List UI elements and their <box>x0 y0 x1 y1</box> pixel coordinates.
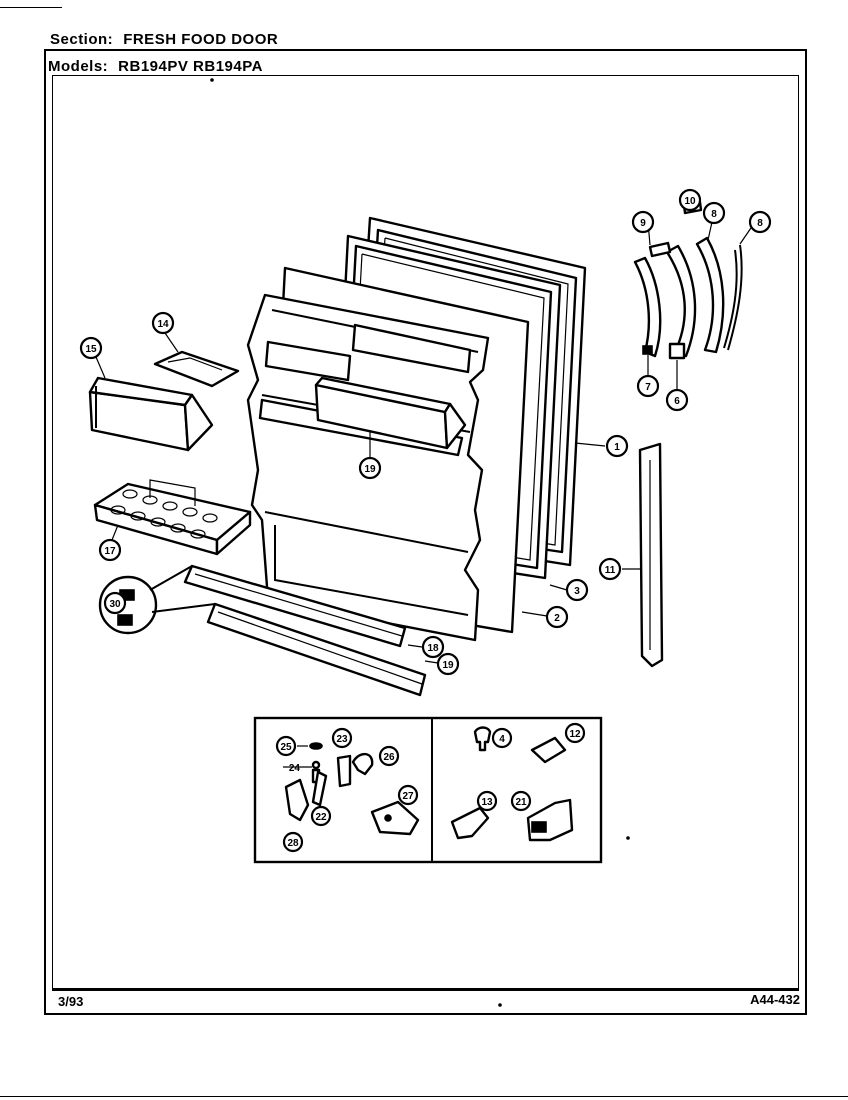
svg-text:17: 17 <box>104 546 116 557</box>
svg-text:23: 23 <box>336 734 348 745</box>
callout-28: 28 <box>282 831 304 853</box>
svg-text:8: 8 <box>711 209 717 220</box>
models-label: Models: <box>48 58 109 75</box>
svg-text:14: 14 <box>157 319 169 330</box>
egg-tray <box>93 479 252 556</box>
callout-12: 12 <box>564 722 586 744</box>
callout-24: 24 <box>289 763 301 774</box>
callout-11: 11 <box>598 557 622 581</box>
butter-tray <box>153 350 240 388</box>
section-label: Section: <box>50 31 114 48</box>
top-corner-rule <box>0 7 62 8</box>
svg-text:2: 2 <box>554 613 560 624</box>
hardware-left-parts <box>284 742 420 836</box>
drawing-frame <box>44 49 807 1015</box>
callout-18: 18 <box>421 635 445 659</box>
svg-text:11: 11 <box>605 565 616 576</box>
trim-bar-lower <box>206 602 427 697</box>
svg-text:9: 9 <box>640 218 646 229</box>
svg-text:10: 10 <box>684 196 696 207</box>
svg-text:15: 15 <box>85 344 97 355</box>
svg-text:27: 27 <box>402 791 414 802</box>
callout-14: 14 <box>151 311 175 335</box>
svg-text:8: 8 <box>757 218 763 229</box>
callout-7: 7 <box>636 374 660 398</box>
callout-26: 26 <box>378 745 400 767</box>
callout-3: 3 <box>565 578 589 602</box>
hardware-right-parts <box>450 726 574 842</box>
callout-22: 22 <box>310 805 332 827</box>
svg-text:24: 24 <box>289 763 301 774</box>
svg-text:18: 18 <box>427 643 439 654</box>
callout-9: 9 <box>631 210 655 234</box>
drawing-frame-inner <box>52 75 799 989</box>
svg-text:13: 13 <box>481 797 493 808</box>
callout-4: 4 <box>491 727 513 749</box>
section-header: Section: FRESH FOOD DOOR <box>50 31 278 48</box>
hinge-assembly <box>633 200 743 360</box>
section-value: FRESH FOOD DOOR <box>123 31 279 48</box>
svg-text:21: 21 <box>515 797 527 808</box>
callout-23: 23 <box>331 727 353 749</box>
models-value: RB194PV RB194PA <box>118 58 263 75</box>
callout-2: 2 <box>545 605 569 629</box>
callout-10: 10 <box>678 188 702 212</box>
dairy-compartment <box>88 376 214 452</box>
callout-1: 1 <box>605 434 629 458</box>
svg-text:26: 26 <box>383 752 395 763</box>
svg-text:30: 30 <box>109 599 121 610</box>
detail-inset-circle <box>98 565 216 635</box>
svg-text:28: 28 <box>287 838 299 849</box>
callout-13: 13 <box>476 790 498 812</box>
svg-text:7: 7 <box>645 382 651 393</box>
trim-bar-upper <box>183 564 407 648</box>
callout-6: 6 <box>665 388 689 412</box>
svg-text:22: 22 <box>315 812 327 823</box>
svg-text:3: 3 <box>574 586 580 597</box>
svg-text:1: 1 <box>614 442 620 453</box>
svg-text:25: 25 <box>280 742 292 753</box>
callout-17: 17 <box>98 538 122 562</box>
callout-21: 21 <box>510 790 532 812</box>
callout-25: 25 <box>275 735 297 757</box>
bottom-rule <box>0 1096 848 1097</box>
door-shelf-bar <box>314 376 467 450</box>
callout-27: 27 <box>397 784 419 806</box>
door-handle <box>638 442 664 668</box>
svg-text:6: 6 <box>674 396 680 407</box>
callout-8-right: 8 <box>748 210 772 234</box>
callout-19-lower: 19 <box>436 652 460 676</box>
svg-text:19: 19 <box>364 464 376 475</box>
models-header: Models: RB194PV RB194PA <box>48 58 263 75</box>
callout-8-left: 8 <box>702 201 726 225</box>
callout-15: 15 <box>79 336 103 360</box>
drawing-code: A44-432 <box>750 992 800 1007</box>
footer-rule <box>52 989 799 991</box>
date-code: 3/93 <box>58 994 84 1009</box>
callout-19-liner: 19 <box>358 456 382 480</box>
callout-30: 30 <box>103 591 127 615</box>
svg-text:19: 19 <box>442 660 454 671</box>
svg-text:12: 12 <box>569 729 581 740</box>
svg-text:4: 4 <box>499 734 505 745</box>
